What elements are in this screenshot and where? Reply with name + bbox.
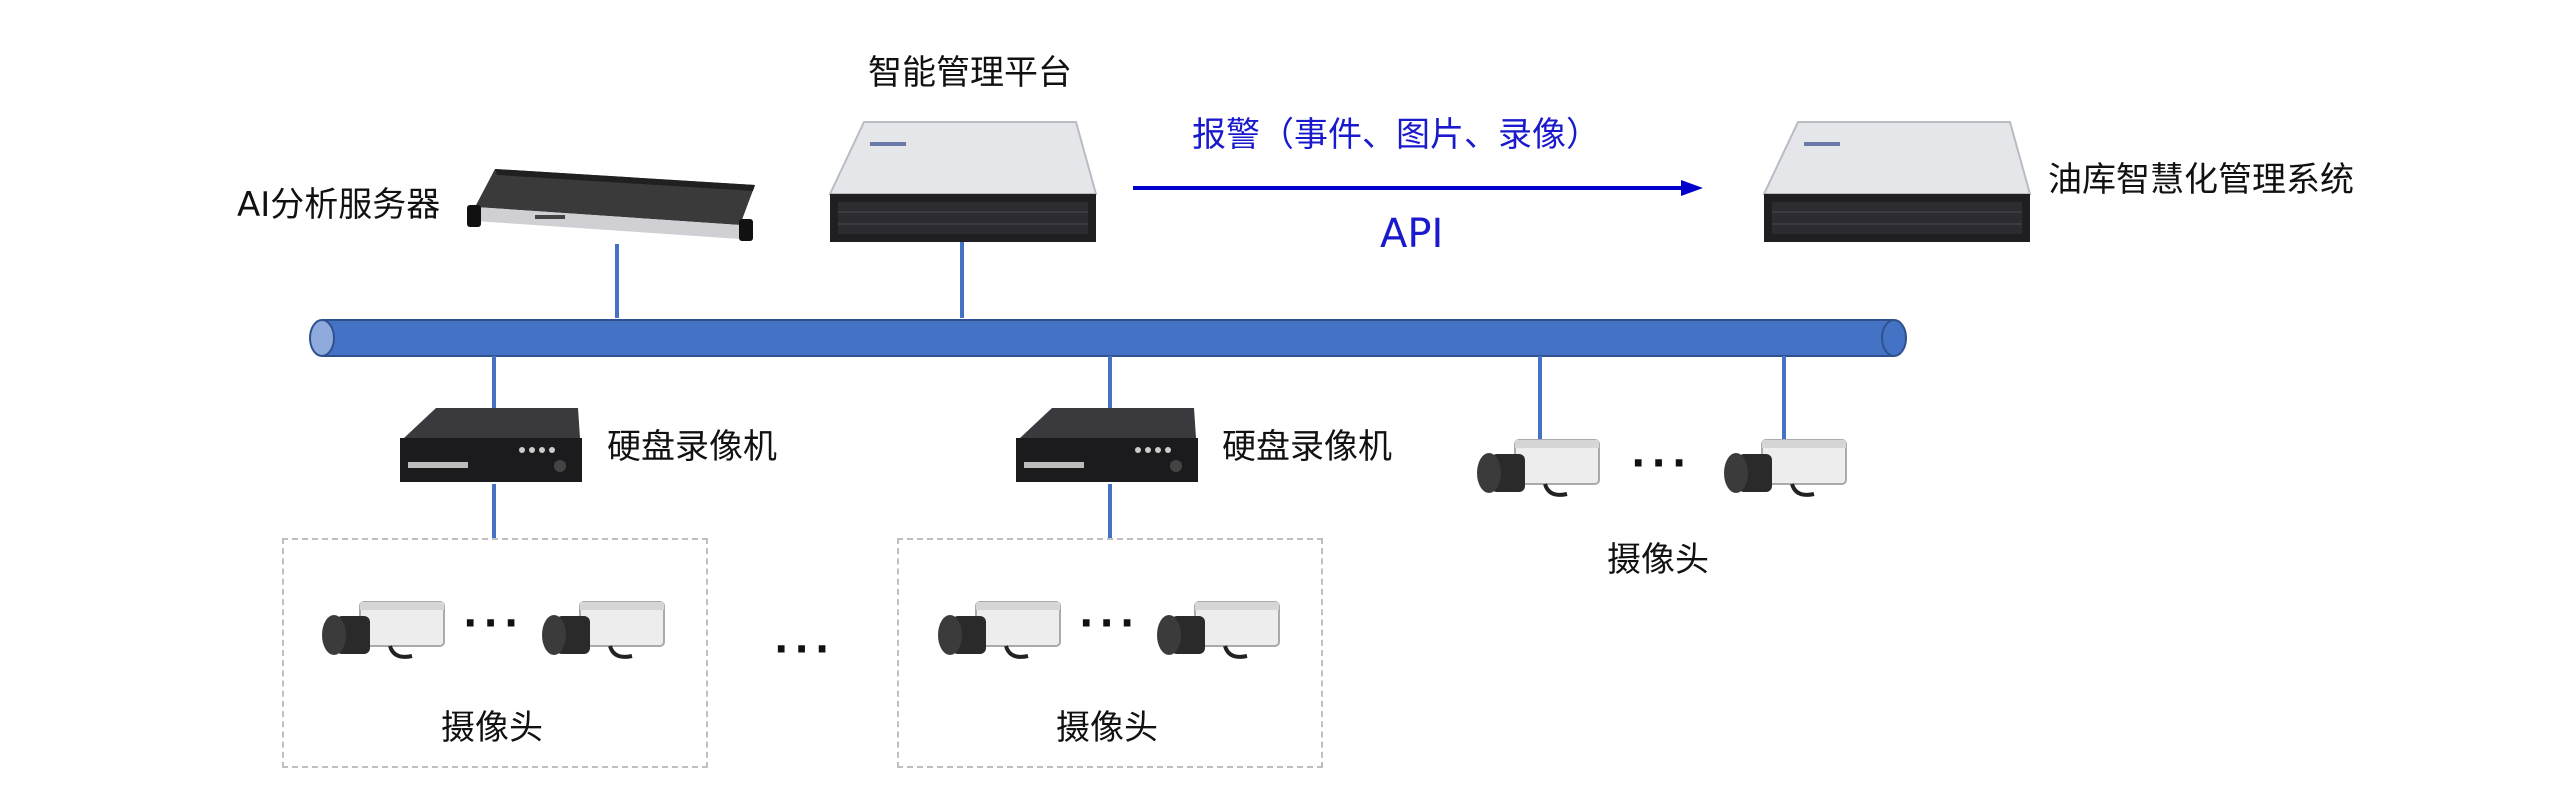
oil-system-server-device xyxy=(1762,121,2032,242)
camera-icon xyxy=(1724,439,1847,497)
camera-icon xyxy=(938,601,1061,659)
connector-nvr-mid-cameras xyxy=(1108,484,1112,540)
connector-platform xyxy=(960,238,964,318)
camera-group-mid-box xyxy=(897,538,1323,768)
connector-camera-right-b xyxy=(1782,356,1786,440)
camera-icon xyxy=(1477,439,1600,497)
api-label: API xyxy=(1380,211,1444,257)
nvr-left-label: 硬盘录像机 xyxy=(607,427,777,467)
connector-ai-server xyxy=(615,244,619,318)
nvr-left-device xyxy=(400,408,582,482)
ai-server-device xyxy=(467,169,755,241)
camera-icon xyxy=(322,601,445,659)
camera-icon xyxy=(542,601,665,659)
platform-label: 智能管理平台 xyxy=(868,53,1072,93)
platform-server-device xyxy=(828,121,1098,242)
cameras-left-label: 摄像头 xyxy=(441,708,543,748)
alarm-label: 报警（事件、图片、录像） xyxy=(1192,115,1600,155)
connector-camera-right-a xyxy=(1538,356,1542,440)
nvr-mid-device xyxy=(1016,408,1198,482)
ellipsis-left-cameras: ··· xyxy=(463,601,525,645)
oil-system-label: 油库智慧化管理系统 xyxy=(2048,160,2354,200)
nvr-mid-label: 硬盘录像机 xyxy=(1222,427,1392,467)
ellipsis-right-cameras: ··· xyxy=(1631,441,1693,485)
ellipsis-between-groups: ··· xyxy=(774,627,836,671)
camera-icon xyxy=(1157,601,1280,659)
ellipsis-mid-cameras: ··· xyxy=(1079,601,1141,645)
camera-group-left-box xyxy=(282,538,708,768)
cameras-right-label: 摄像头 xyxy=(1607,540,1709,580)
network-bus xyxy=(309,319,1907,357)
connector-nvr-mid xyxy=(1108,356,1112,408)
ai-server-label: AI分析服务器 xyxy=(237,185,441,225)
connector-nvr-left xyxy=(492,356,496,408)
connector-nvr-left-cameras xyxy=(492,484,496,540)
cameras-mid-label: 摄像头 xyxy=(1056,708,1158,748)
alarm-arrow xyxy=(1133,180,1703,196)
